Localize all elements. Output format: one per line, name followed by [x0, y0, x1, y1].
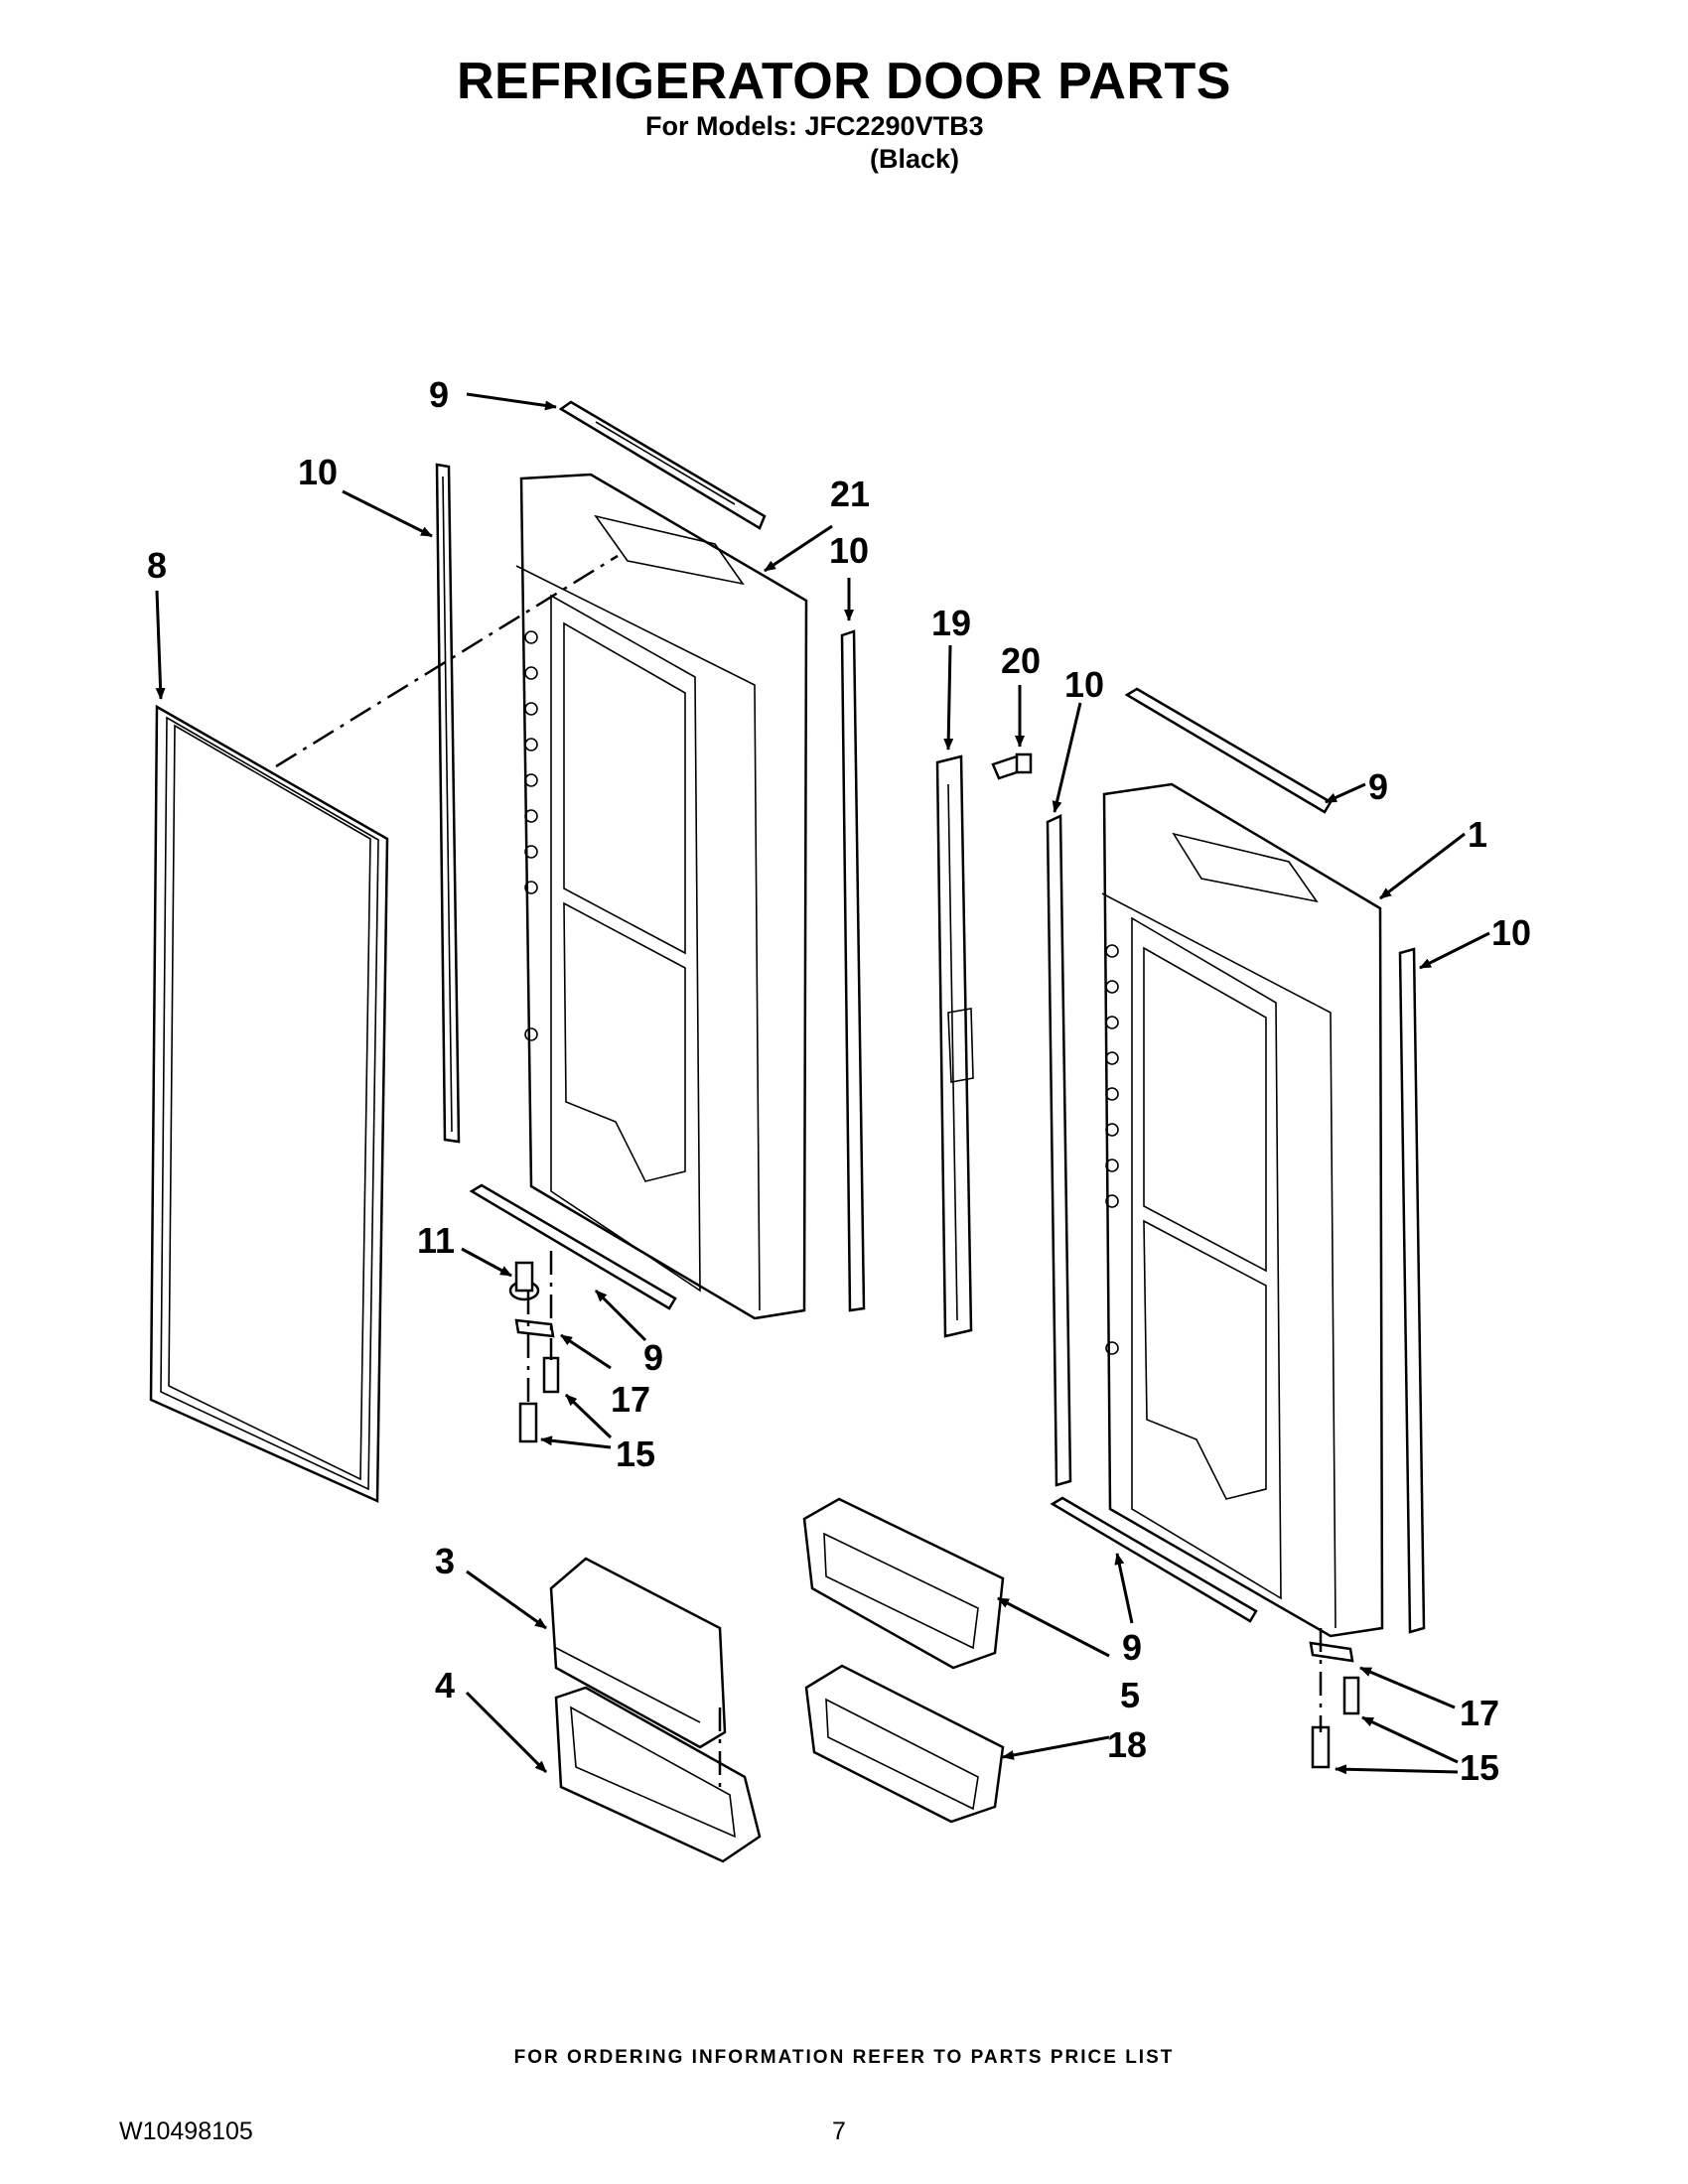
color-line: (Black) — [870, 144, 960, 174]
callout-3: 3 — [435, 1541, 455, 1581]
callout-20: 20 — [1001, 640, 1041, 681]
page-number: 7 — [832, 2117, 846, 2145]
callout-17-right: 17 — [1460, 1693, 1499, 1733]
right-door-part — [1101, 782, 1384, 1638]
page-title: REFRIGERATOR DOOR PARTS — [457, 53, 1231, 110]
door-bin-part — [804, 1664, 1005, 1824]
alignment-line — [275, 554, 619, 768]
callout-11: 11 — [417, 1220, 455, 1261]
callout-1: 1 — [1468, 814, 1487, 855]
callout-21: 21 — [830, 474, 870, 514]
trim-strip-part — [840, 629, 866, 1312]
hinge-hardware-part — [508, 1251, 560, 1443]
callout-15-left: 15 — [616, 1433, 655, 1474]
callout-10-left: 10 — [298, 452, 338, 492]
callout-4: 4 — [435, 1665, 455, 1706]
callout-labels: 9 10 21 10 8 19 20 10 9 1 10 11 9 17 15 … — [147, 374, 1531, 1788]
door-trim-part — [558, 400, 767, 530]
callout-5: 5 — [1120, 1675, 1140, 1715]
callout-15-right: 15 — [1460, 1747, 1499, 1788]
callout-9-bottom-mid: 9 — [1122, 1627, 1142, 1668]
mullion-screw-part — [991, 752, 1033, 780]
door-bin-part — [802, 1497, 1005, 1670]
right-door-shelf-pegs — [1105, 944, 1119, 1355]
dairy-door-part — [549, 1557, 727, 1749]
left-door-part — [515, 473, 808, 1320]
left-door-shelf-pegs — [524, 630, 538, 1041]
hinge-hardware-part — [1309, 1628, 1360, 1769]
callout-18: 18 — [1107, 1724, 1147, 1765]
models-line: For Models: JFC2290VTB3 — [645, 111, 984, 141]
trim-strip-part — [1046, 814, 1072, 1487]
mullion-part — [935, 754, 974, 1338]
trim-strip-part — [435, 463, 461, 1144]
callout-19: 19 — [931, 603, 971, 643]
trim-strip-part — [1398, 947, 1426, 1634]
callout-10-far: 10 — [1491, 912, 1531, 953]
dairy-bin-part — [554, 1686, 762, 1863]
callout-9-right: 9 — [1368, 766, 1388, 807]
callout-9-top: 9 — [429, 374, 449, 415]
callout-17-left: 17 — [611, 1379, 650, 1420]
document-number: W10498105 — [119, 2117, 253, 2145]
leader-lines — [155, 392, 1490, 1775]
callout-9-bottom-left: 9 — [643, 1337, 663, 1378]
callout-10-mid: 10 — [829, 530, 869, 571]
callout-10-right: 10 — [1064, 664, 1104, 705]
door-trim-part — [469, 1183, 677, 1310]
door-gasket-part — [149, 704, 389, 1503]
door-trim-part — [1050, 1496, 1258, 1623]
callout-8: 8 — [147, 545, 167, 586]
ordering-note: FOR ORDERING INFORMATION REFER TO PARTS … — [513, 2047, 1175, 2068]
